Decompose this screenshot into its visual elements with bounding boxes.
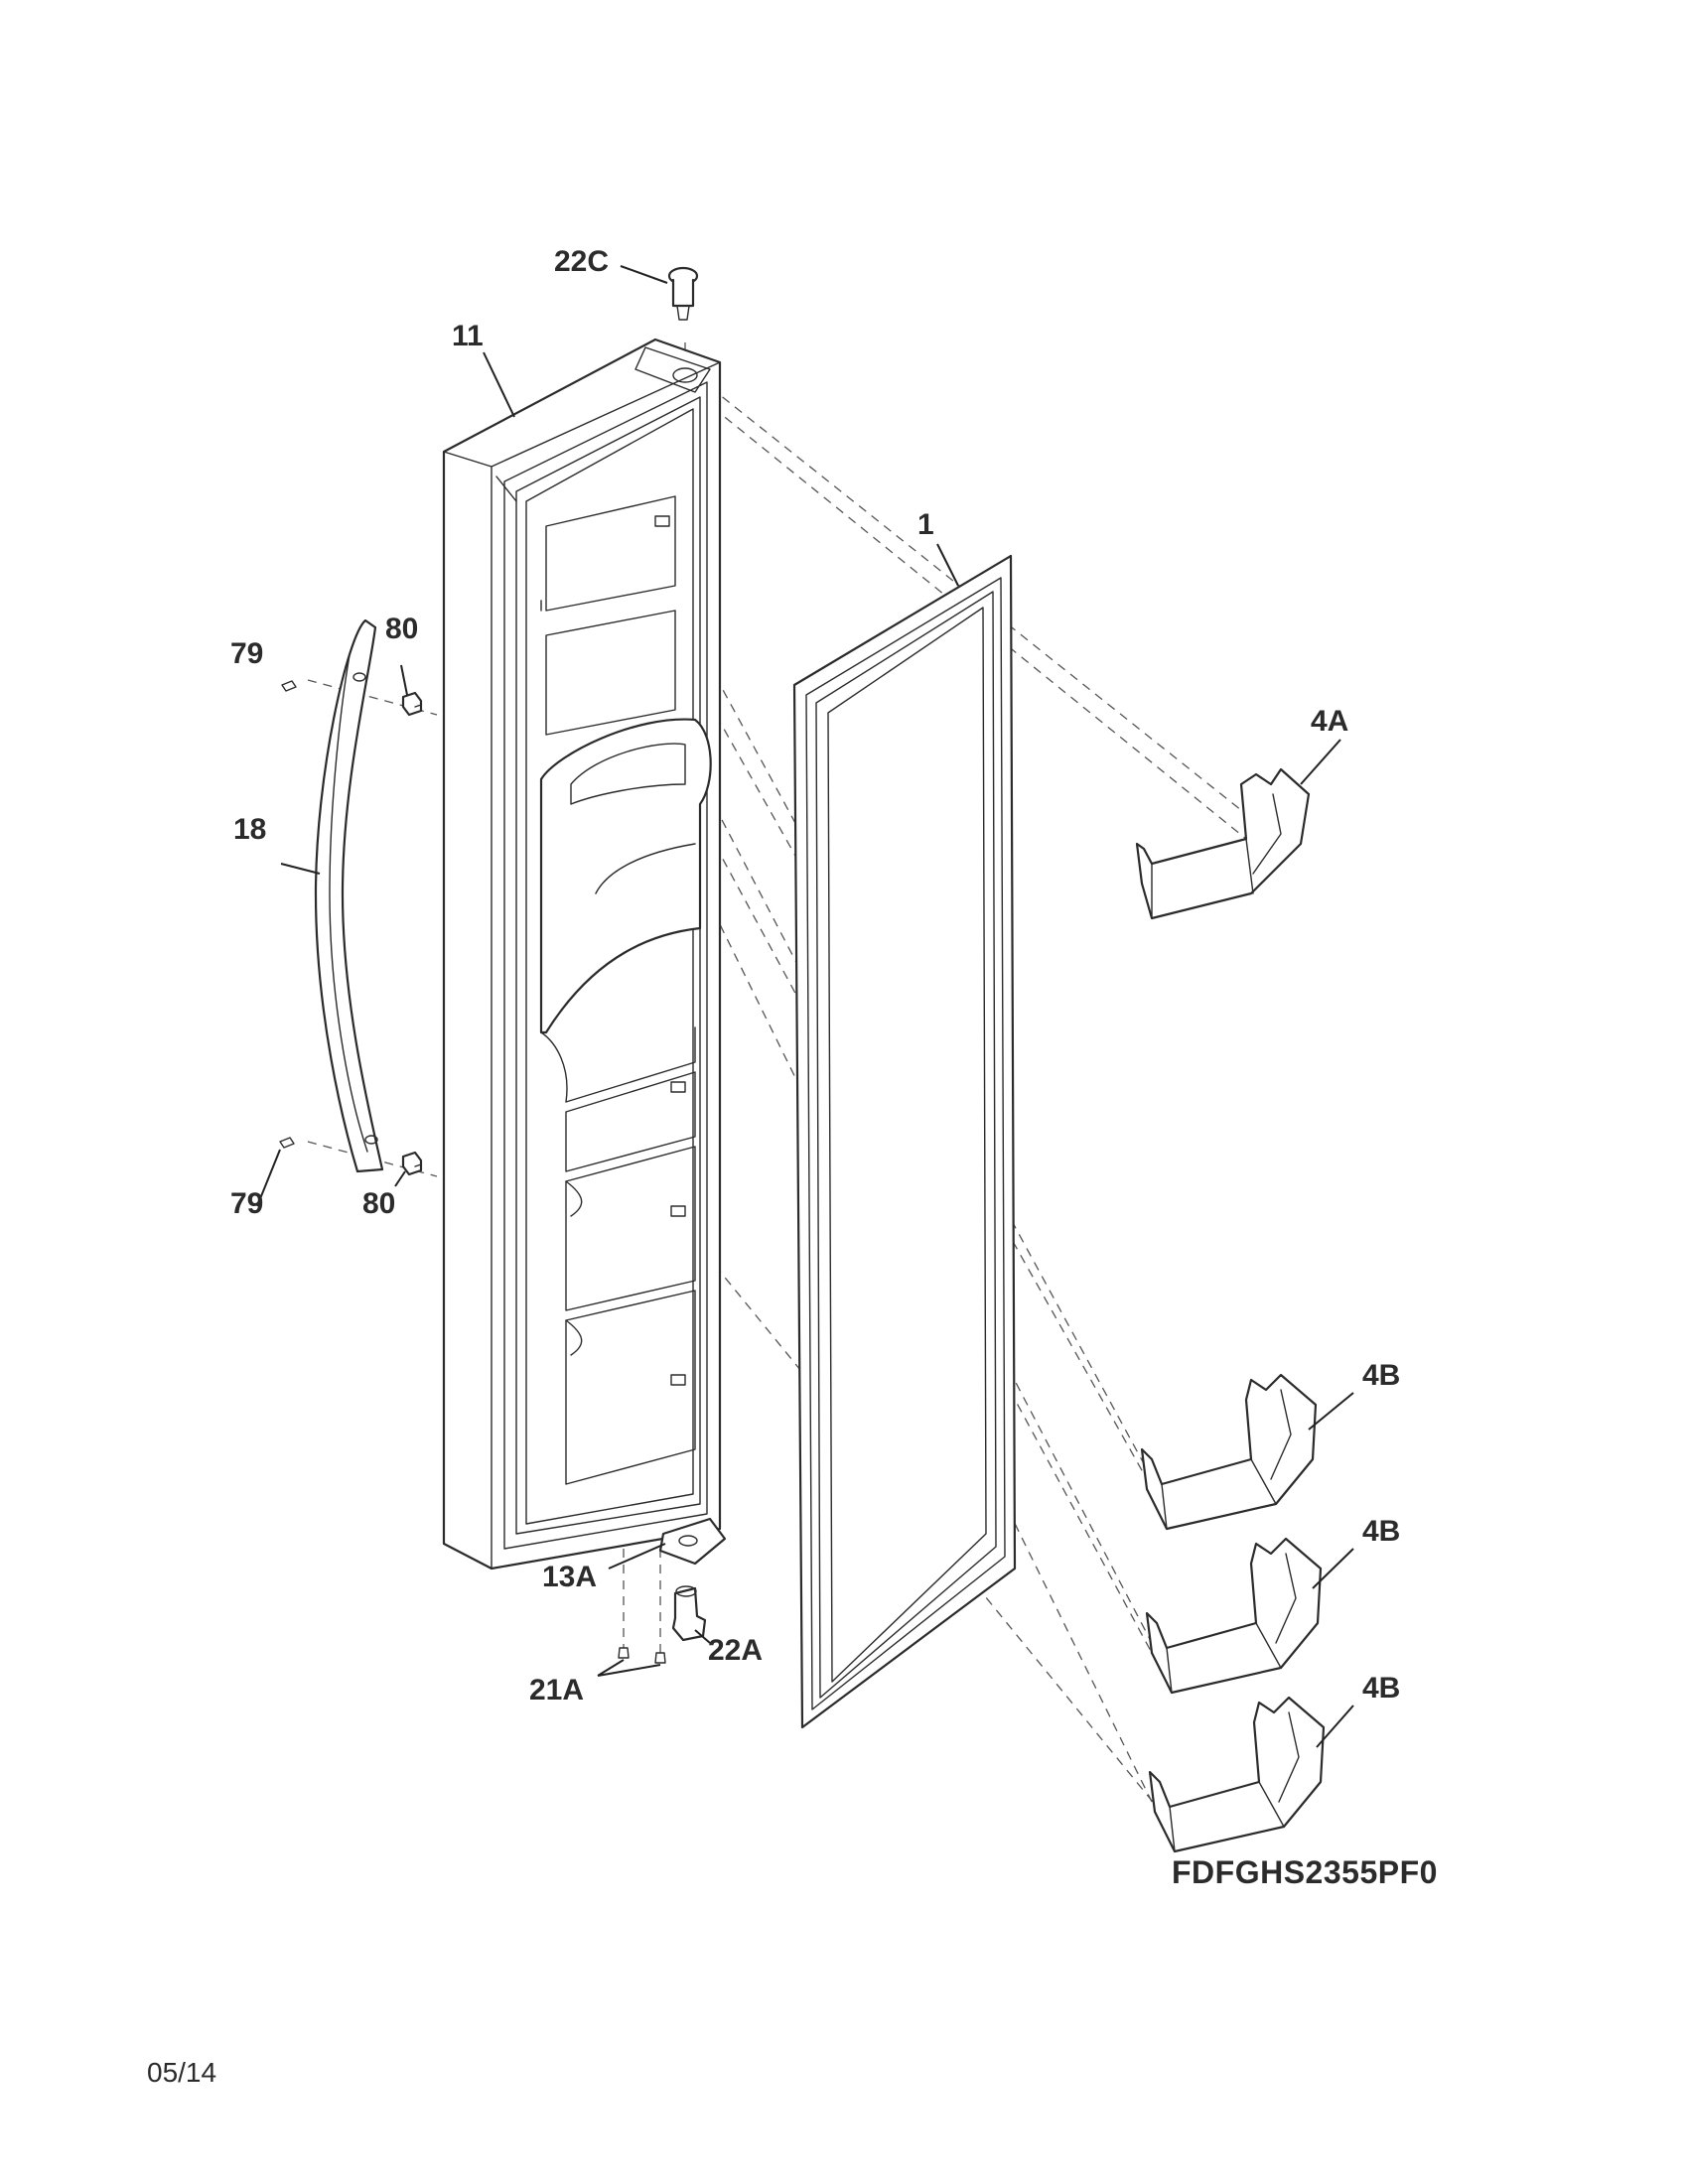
door-assembly-part-11 xyxy=(442,338,722,1570)
door-handle-part-18 xyxy=(314,618,384,1173)
callout-4B-3: 4B xyxy=(1362,1672,1400,1705)
hinge-bushing-part-22A xyxy=(671,1585,707,1642)
callout-22C: 22C xyxy=(554,245,609,278)
model-number: FDFGHS2355PF0 xyxy=(1172,1854,1438,1890)
callout-79-bottom: 79 xyxy=(230,1187,263,1220)
callout-labels: 22C 11 1 4A 79 80 18 79 80 4B 4B 4B 13A … xyxy=(230,245,1400,1706)
callout-4B-2: 4B xyxy=(1362,1515,1400,1548)
door-bin-part-4B-1 xyxy=(1140,1373,1318,1531)
door-bin-part-4A xyxy=(1135,767,1311,920)
door-bin-part-4B-2 xyxy=(1145,1537,1323,1695)
callout-4B-1: 4B xyxy=(1362,1359,1400,1392)
handle-stud-part-80-bottom xyxy=(401,1151,423,1176)
screws-part-21A xyxy=(618,1647,666,1664)
hinge-bracket-part-13A xyxy=(658,1517,727,1566)
hinge-bushing-part-22C xyxy=(667,266,699,321)
handle-screw-part-79-top xyxy=(281,680,297,692)
callout-4A: 4A xyxy=(1311,705,1348,738)
callout-1: 1 xyxy=(917,508,934,541)
callout-22A: 22A xyxy=(708,1634,763,1667)
door-gasket-part-1 xyxy=(792,554,1017,1729)
handle-stud-part-80-top xyxy=(401,691,423,717)
callout-80-bottom: 80 xyxy=(362,1187,395,1220)
callout-79-top: 79 xyxy=(230,637,263,670)
callout-13A: 13A xyxy=(542,1561,597,1593)
leader-lines xyxy=(256,265,1354,1748)
callout-21A: 21A xyxy=(529,1674,584,1706)
handle-screw-part-79-bottom xyxy=(279,1137,295,1149)
callout-18: 18 xyxy=(233,813,266,846)
callout-11: 11 xyxy=(452,320,484,352)
door-bin-part-4B-3 xyxy=(1148,1696,1326,1853)
revision-date: 05/14 xyxy=(147,2057,217,2088)
callout-80-top: 80 xyxy=(385,613,418,645)
